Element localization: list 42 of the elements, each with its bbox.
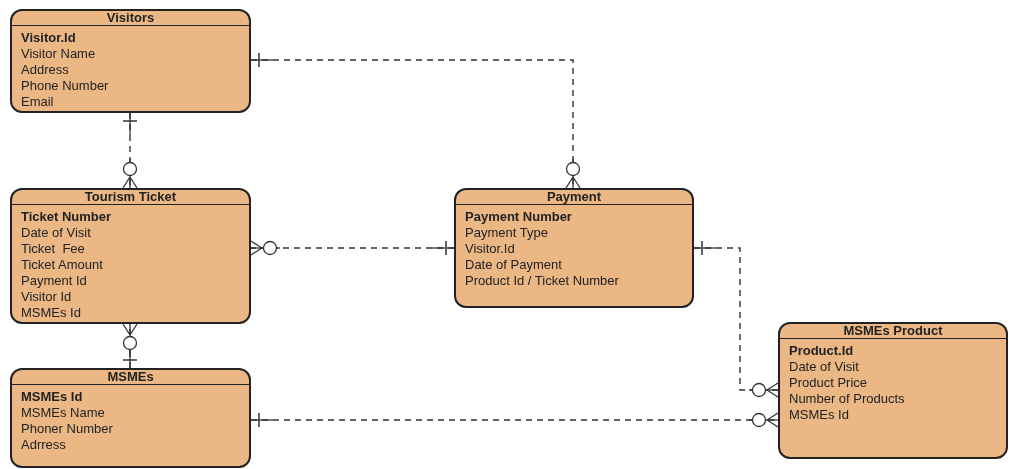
entity-title: Payment bbox=[456, 190, 692, 205]
entity-box bbox=[454, 188, 694, 308]
attribute-text: Visitor Id bbox=[21, 289, 73, 305]
primary-key-text: MSMEs Id bbox=[21, 389, 84, 405]
entity-box bbox=[10, 188, 251, 324]
attribute-text: Date of Visit bbox=[21, 225, 92, 241]
entity-title: MSMEs bbox=[12, 370, 249, 385]
entity-title: Visitors bbox=[12, 11, 249, 26]
attribute-text: Adrress bbox=[21, 437, 67, 453]
primary-key-text: Visitor.Id bbox=[21, 30, 77, 46]
relationship-line bbox=[250, 240, 455, 256]
attribute-text: Date of Visit bbox=[789, 359, 860, 375]
attribute-text: Ticket Fee bbox=[21, 241, 86, 257]
attribute-text: Product Price bbox=[789, 375, 869, 391]
entity-title: Tourism Ticket bbox=[12, 190, 249, 205]
entity-box bbox=[10, 368, 251, 468]
attribute-text: MSMEs Id bbox=[21, 305, 82, 321]
entity-box bbox=[10, 9, 251, 113]
attribute-text: Number of Products bbox=[789, 391, 906, 407]
attribute-text: Ticket Amount bbox=[21, 257, 104, 273]
attribute-text: Email bbox=[21, 94, 55, 110]
attribute-text: MSMEs Id bbox=[789, 407, 850, 423]
attribute-text: Payment Type bbox=[465, 225, 549, 241]
entity-title: MSMEs Product bbox=[780, 324, 1006, 339]
relationship-line bbox=[250, 52, 581, 189]
attribute-text: Product Id / Ticket Number bbox=[465, 273, 620, 289]
attribute-text: Phone Number bbox=[21, 78, 110, 94]
relationship-line bbox=[250, 412, 779, 428]
primary-key-text: Product.Id bbox=[789, 343, 855, 359]
primary-key-text: Ticket Number bbox=[21, 209, 113, 225]
relationship-line bbox=[693, 240, 779, 398]
attribute-text: Visitor.Id bbox=[465, 241, 516, 257]
attribute-text: Phoner Number bbox=[21, 421, 114, 437]
attribute-text: Payment Id bbox=[21, 273, 88, 289]
relationship-line bbox=[122, 323, 138, 369]
attribute-text: MSMEs Name bbox=[21, 405, 106, 421]
attribute-text: Visitor Name bbox=[21, 46, 97, 62]
attribute-text: Address bbox=[21, 62, 70, 78]
entity-box bbox=[778, 322, 1008, 459]
attribute-text: Date of Payment bbox=[465, 257, 563, 273]
primary-key-text: Payment Number bbox=[465, 209, 573, 225]
relationship-line bbox=[122, 112, 138, 189]
